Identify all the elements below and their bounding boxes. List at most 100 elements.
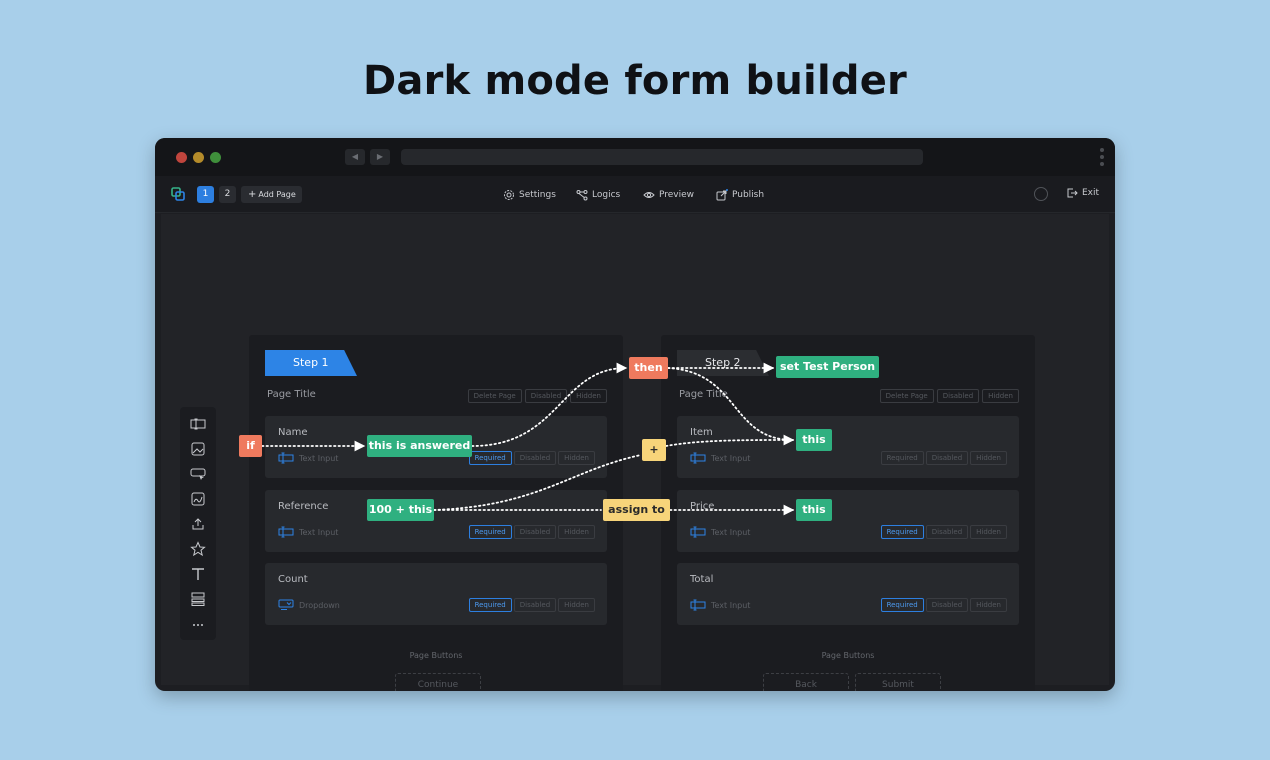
hidden-toggle[interactable]: Hidden xyxy=(570,389,607,403)
hidden-toggle[interactable]: Hidden xyxy=(970,525,1007,539)
page-heading: Dark mode form builder xyxy=(363,58,907,104)
page-options: Delete Page Disabled Hidden xyxy=(467,389,607,403)
disabled-toggle[interactable]: Disabled xyxy=(513,451,557,465)
app-window: ◀ ▶ 1 2 +Add Page Settings Logics Previe… xyxy=(155,138,1115,691)
add-page-button[interactable]: +Add Page xyxy=(241,186,302,203)
page-tab-1[interactable]: 1 xyxy=(197,186,214,203)
field-item[interactable]: Item Text Input Required Disabled Hidden xyxy=(677,416,1019,478)
required-toggle[interactable]: Required xyxy=(468,451,512,465)
disabled-toggle[interactable]: Disabled xyxy=(513,598,557,612)
field-type: Text Input xyxy=(690,452,750,464)
back-arrow-icon[interactable]: ◀ xyxy=(345,149,365,165)
image-icon[interactable] xyxy=(190,441,206,457)
required-toggle[interactable]: Required xyxy=(468,525,512,539)
logic-tag-if[interactable]: if xyxy=(239,435,262,457)
required-toggle[interactable]: Required xyxy=(880,451,924,465)
close-window-button[interactable] xyxy=(176,152,187,163)
field-type-label: Text Input xyxy=(711,453,751,463)
logic-tag-100-plus-this[interactable]: 100 + this xyxy=(367,499,434,521)
step-1-tab[interactable]: Step 1 xyxy=(265,350,357,376)
preview-button[interactable]: Preview xyxy=(643,187,694,203)
field-label: Name xyxy=(278,427,308,438)
field-type: Text Input xyxy=(690,599,750,611)
step-2-tab[interactable]: Step 2 xyxy=(677,350,769,376)
exit-button[interactable]: Exit xyxy=(1066,187,1099,199)
button-icon[interactable] xyxy=(190,466,206,482)
signature-icon[interactable] xyxy=(190,491,206,507)
logic-tag-then[interactable]: then xyxy=(629,357,668,379)
logic-tag-set-test-person[interactable]: set Test Person xyxy=(776,356,879,378)
field-options: Required Disabled Hidden xyxy=(468,451,595,465)
disabled-toggle[interactable]: Disabled xyxy=(925,525,969,539)
hidden-toggle[interactable]: Hidden xyxy=(982,389,1019,403)
page-buttons-label: Page Buttons xyxy=(409,651,463,660)
publish-icon xyxy=(716,189,728,201)
disabled-toggle[interactable]: Disabled xyxy=(513,525,557,539)
field-options: Required Disabled Hidden xyxy=(468,525,595,539)
hidden-toggle[interactable]: Hidden xyxy=(970,451,1007,465)
hidden-toggle[interactable]: Hidden xyxy=(558,525,595,539)
star-icon[interactable] xyxy=(190,541,206,557)
step-1-page: Step 1 Page Title Delete Page Disabled H… xyxy=(249,335,623,691)
field-type-label: Text Input xyxy=(711,600,751,610)
field-type-label: Text Input xyxy=(299,527,339,537)
add-page-label: Add Page xyxy=(258,190,296,199)
hidden-toggle[interactable]: Hidden xyxy=(970,598,1007,612)
field-type-label: Dropdown xyxy=(299,600,340,610)
delete-page-button[interactable]: Delete Page xyxy=(467,389,522,403)
layout-icon[interactable] xyxy=(190,591,206,607)
text-field-icon[interactable] xyxy=(190,416,206,432)
disabled-toggle[interactable]: Disabled xyxy=(925,598,969,612)
field-count[interactable]: Count Dropdown Required Disabled Hidden xyxy=(265,563,607,625)
cloud-sync-icon[interactable] xyxy=(1034,187,1048,201)
page-options: Delete Page Disabled Hidden xyxy=(879,389,1019,403)
logics-label: Logics xyxy=(592,190,621,200)
field-label: Total xyxy=(690,574,714,585)
required-toggle[interactable]: Required xyxy=(468,598,512,612)
disabled-toggle[interactable]: Disabled xyxy=(524,389,568,403)
page-tab-2[interactable]: 2 xyxy=(219,186,236,203)
logic-tag-plus[interactable]: + xyxy=(642,439,666,461)
publish-button[interactable]: Publish xyxy=(716,187,764,203)
settings-button[interactable]: Settings xyxy=(503,187,556,203)
page-title-label: Page Title xyxy=(679,389,728,400)
logics-button[interactable]: Logics xyxy=(576,187,620,203)
disabled-toggle[interactable]: Disabled xyxy=(936,389,980,403)
back-button[interactable]: Back xyxy=(763,673,849,691)
required-toggle[interactable]: Required xyxy=(880,525,924,539)
forward-arrow-icon[interactable]: ▶ xyxy=(370,149,390,165)
page-title-label: Page Title xyxy=(267,389,316,400)
text-input-icon xyxy=(690,452,706,464)
logic-tag-this-total[interactable]: this xyxy=(796,499,832,521)
text-icon[interactable] xyxy=(190,566,206,582)
more-icon[interactable] xyxy=(190,616,206,632)
field-price[interactable]: Price Text Input Required Disabled Hidde… xyxy=(677,490,1019,552)
field-type: Text Input xyxy=(690,526,750,538)
address-bar[interactable] xyxy=(401,149,923,165)
preview-label: Preview xyxy=(659,190,695,200)
field-type-label: Text Input xyxy=(299,453,339,463)
field-type: Text Input xyxy=(278,452,338,464)
disabled-toggle[interactable]: Disabled xyxy=(925,451,969,465)
minimize-window-button[interactable] xyxy=(193,152,204,163)
maximize-window-button[interactable] xyxy=(210,152,221,163)
field-label: Count xyxy=(278,574,308,585)
submit-button[interactable]: Submit xyxy=(855,673,941,691)
hidden-toggle[interactable]: Hidden xyxy=(558,451,595,465)
logic-flow-icon xyxy=(576,190,588,201)
field-options: Required Disabled Hidden xyxy=(468,598,595,612)
continue-button[interactable]: Continue xyxy=(395,673,481,691)
delete-page-button[interactable]: Delete Page xyxy=(879,389,934,403)
required-toggle[interactable]: Required xyxy=(880,598,924,612)
builder-toolbar: 1 2 +Add Page Settings Logics Preview Pu… xyxy=(155,176,1115,213)
hidden-toggle[interactable]: Hidden xyxy=(558,598,595,612)
field-reference[interactable]: Reference Text Input Required Disabled H… xyxy=(265,490,607,552)
logic-tag-this-price[interactable]: this xyxy=(796,429,832,451)
field-options: Required Disabled Hidden xyxy=(880,598,1007,612)
upload-icon[interactable] xyxy=(190,516,206,532)
logic-tag-assign-to[interactable]: assign to xyxy=(603,499,670,521)
field-type: Text Input xyxy=(278,526,338,538)
kebab-menu-icon[interactable] xyxy=(1100,148,1104,166)
logic-tag-this-is-answered[interactable]: this is answered xyxy=(367,435,472,457)
field-total[interactable]: Total Text Input Required Disabled Hidde… xyxy=(677,563,1019,625)
